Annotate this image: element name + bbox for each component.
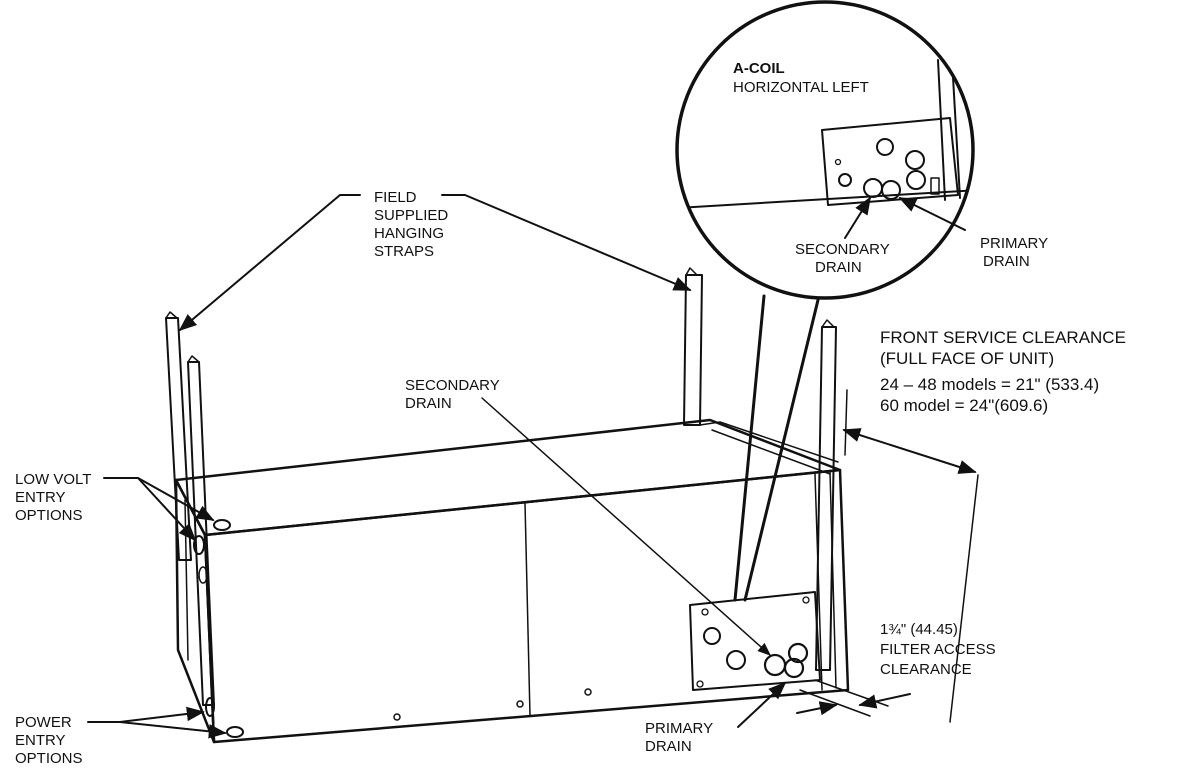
power-entry-label: POWER ENTRY OPTIONS	[15, 714, 83, 767]
secondary-drain-line1: SECONDARY	[405, 377, 500, 394]
inset-title: A-COIL HORIZONTAL LEFT	[733, 60, 869, 96]
secondary-drain-label: SECONDARY DRAIN	[405, 377, 500, 412]
inset-primary-drain-line2: DRAIN	[983, 253, 1030, 270]
front-clearance-line3: 24 – 48 models = 21" (533.4)	[880, 375, 1099, 394]
primary-drain-line1: PRIMARY	[645, 720, 713, 737]
primary-drain-line2: DRAIN	[645, 738, 692, 755]
inset-secondary-drain-line1: SECONDARY	[795, 241, 890, 258]
hanging-straps-line3: HANGING	[374, 225, 444, 242]
power-entry-line2: ENTRY	[15, 732, 66, 749]
filter-clearance-line1: 1¾" (44.45)	[880, 621, 958, 638]
hanging-straps-label: FIELD SUPPLIED HANGING STRAPS	[374, 189, 448, 260]
inset-title-bold: A-COIL	[733, 60, 785, 77]
low-volt-line1: LOW VOLT	[15, 471, 91, 488]
secondary-drain-line2: DRAIN	[405, 395, 452, 412]
hanging-straps-line2: SUPPLIED	[374, 207, 448, 224]
filter-clearance-line3: CLEARANCE	[880, 661, 972, 678]
power-entry-line3: OPTIONS	[15, 750, 83, 767]
callout-lines	[87, 194, 979, 739]
filter-clearance-line2: FILTER ACCESS	[880, 641, 996, 658]
hanging-straps-line1: FIELD	[374, 189, 417, 206]
front-clearance-line4: 60 model = 24"(609.6)	[880, 396, 1048, 415]
hanging-straps-line4: STRAPS	[374, 243, 434, 260]
inset-primary-drain-line1: PRIMARY	[980, 235, 1048, 252]
low-volt-label: LOW VOLT ENTRY OPTIONS	[15, 471, 91, 524]
front-clearance-line1: FRONT SERVICE CLEARANCE	[880, 328, 1126, 347]
power-entry-line1: POWER	[15, 714, 72, 731]
front-clearance-line2: (FULL FACE OF UNIT)	[880, 349, 1054, 368]
inset-secondary-drain-line2: DRAIN	[815, 259, 862, 276]
air-handler-unit	[174, 418, 850, 744]
filter-access-clearance-label: 1¾" (44.45) FILTER ACCESS CLEARANCE	[880, 621, 996, 678]
inset-primary-drain-label: PRIMARY DRAIN	[980, 235, 1048, 270]
low-volt-line2: ENTRY	[15, 489, 66, 506]
front-service-clearance-label: FRONT SERVICE CLEARANCE (FULL FACE OF UN…	[880, 328, 1126, 415]
inset-title-sub: HORIZONTAL LEFT	[733, 79, 869, 96]
inset-magnifier	[675, 0, 975, 602]
primary-drain-label: PRIMARY DRAIN	[645, 720, 713, 755]
low-volt-line3: OPTIONS	[15, 507, 83, 524]
hanging-straps	[165, 267, 837, 706]
inset-secondary-drain-label: SECONDARY DRAIN	[795, 241, 890, 276]
